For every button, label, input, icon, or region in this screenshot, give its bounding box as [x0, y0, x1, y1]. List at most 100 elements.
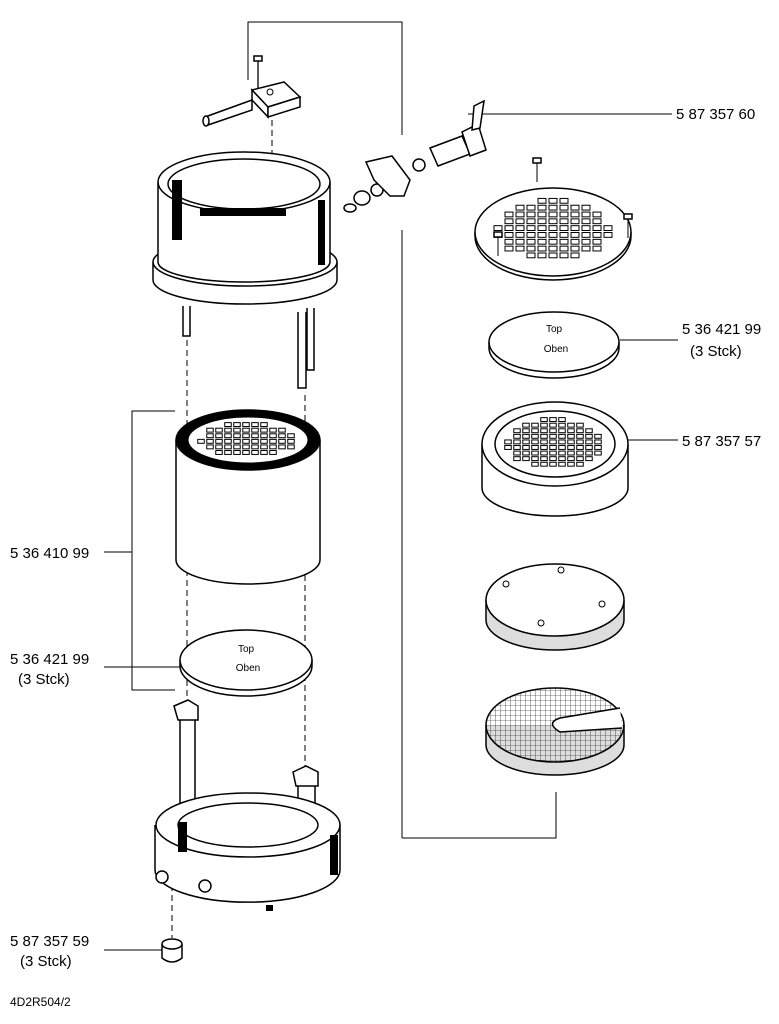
perforation-hole — [576, 433, 584, 439]
perforation-hole — [570, 211, 580, 218]
perforation-hole — [522, 456, 530, 462]
perforation-hole — [576, 450, 584, 456]
label-foot: 5 87 357 59 — [10, 933, 89, 950]
perforation-hole — [559, 245, 569, 252]
label-valve: 5 87 357 60 — [676, 106, 755, 123]
perforation-hole — [278, 427, 286, 433]
perforation-hole — [548, 225, 558, 231]
filter-cartridge — [175, 409, 321, 585]
perforation-hole — [522, 439, 530, 445]
perforation-hole — [537, 225, 547, 231]
perforation-hole — [537, 238, 547, 245]
label-filter-top-qty: (3 Stck) — [690, 343, 742, 360]
perforation-hole — [537, 218, 547, 225]
perforation-hole — [559, 218, 569, 225]
perforation-hole — [576, 445, 584, 450]
perforation-hole — [215, 427, 223, 433]
perforation-hole — [522, 433, 530, 439]
perforation-hole — [540, 433, 548, 439]
perforation-hole — [558, 450, 566, 456]
disc-right-text-oben: Oben — [544, 344, 568, 355]
perforation-hole — [206, 433, 214, 439]
perforation-hole — [576, 461, 584, 467]
perforation-hole — [260, 438, 268, 444]
perforation-hole — [581, 218, 591, 225]
upper-housing — [152, 151, 338, 389]
perforation-hole — [531, 422, 539, 428]
perforation-hole — [540, 456, 548, 462]
perforation-hole — [233, 427, 241, 433]
perforation-hole — [515, 225, 525, 231]
perforation-hole — [581, 225, 591, 231]
perforation-hole — [522, 422, 530, 428]
perforation-hole — [278, 433, 286, 439]
perforation-hole — [515, 232, 525, 238]
base-assembly — [154, 699, 341, 911]
perforation-hole — [585, 450, 593, 456]
perforation-hole — [567, 433, 575, 439]
perforation-hole — [493, 225, 503, 231]
perforation-hole — [576, 422, 584, 428]
perforation-hole — [592, 211, 602, 218]
perforation-hole — [260, 450, 268, 455]
perforation-hole — [567, 461, 575, 467]
perforation-hole — [549, 439, 557, 445]
perforation-hole — [242, 433, 250, 439]
perforation-hole — [233, 444, 241, 450]
perforation-hole — [504, 211, 514, 218]
perforation-hole — [540, 417, 548, 423]
perforation-hole — [215, 450, 223, 455]
perforation-hole — [278, 444, 286, 450]
perforation-hole — [576, 439, 584, 445]
perforation-hole — [540, 428, 548, 434]
perforation-hole — [531, 428, 539, 434]
label-filter-left-qty: (3 Stck) — [18, 671, 70, 688]
perforation-hole — [260, 422, 268, 428]
disc-left-text-oben: Oben — [236, 663, 260, 674]
perforation-hole — [537, 232, 547, 238]
perforation-hole — [526, 252, 536, 259]
perforation-hole — [215, 444, 223, 450]
perforation-hole — [567, 422, 575, 428]
perforation-hole — [594, 439, 602, 445]
perforation-hole — [567, 445, 575, 450]
perforation-hole — [515, 238, 525, 245]
perforation-hole — [592, 225, 602, 231]
perforation-hole — [287, 438, 295, 444]
perforation-hole — [251, 444, 259, 450]
perforation-hole — [206, 438, 214, 444]
perforation-hole — [570, 225, 580, 231]
perforation-hole — [513, 456, 521, 462]
perforation-hole — [287, 444, 295, 450]
perforation-hole — [558, 439, 566, 445]
perforation-hole — [531, 439, 539, 445]
perforation-hole — [594, 445, 602, 450]
valve-fittings — [343, 99, 487, 213]
filter-disc-left: Top Oben — [179, 629, 313, 697]
perforation-hole — [522, 428, 530, 434]
perforation-hole — [242, 450, 250, 455]
perforation-hole — [548, 197, 558, 204]
perforation-hole — [576, 428, 584, 434]
perforation-hole — [251, 438, 259, 444]
perforation-hole — [215, 433, 223, 439]
perforation-hole — [559, 252, 569, 259]
perforation-hole — [260, 427, 268, 433]
perforation-hole — [567, 428, 575, 434]
perforation-hole — [576, 456, 584, 462]
perforation-hole — [549, 433, 557, 439]
perforation-hole — [549, 422, 557, 428]
perforation-hole — [549, 445, 557, 450]
perforation-hole — [251, 427, 259, 433]
perforation-hole — [504, 445, 512, 450]
perforation-hole — [540, 461, 548, 467]
perforation-hole — [513, 445, 521, 450]
perforation-hole — [540, 439, 548, 445]
perforation-hole — [504, 232, 514, 238]
perforation-hole — [549, 456, 557, 462]
perforation-hole — [570, 218, 580, 225]
perforation-hole — [559, 197, 569, 204]
perforation-hole — [537, 245, 547, 252]
perforation-hole — [206, 444, 214, 450]
